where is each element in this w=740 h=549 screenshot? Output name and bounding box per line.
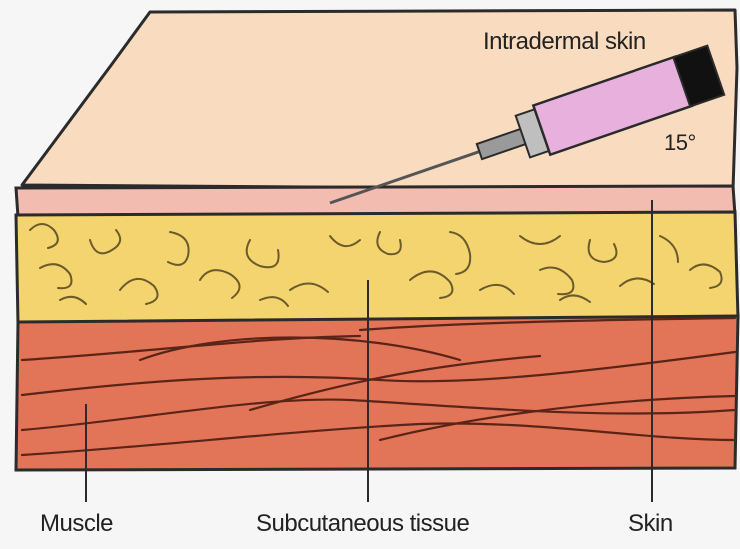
- label-skin: Skin: [628, 510, 673, 538]
- subcutaneous-layer: [16, 212, 738, 324]
- label-injection-angle: 15°: [664, 130, 696, 156]
- label-subcutaneous-tissue: Subcutaneous tissue: [256, 510, 469, 538]
- label-intradermal-skin: Intradermal skin: [483, 28, 646, 56]
- label-muscle: Muscle: [40, 510, 113, 538]
